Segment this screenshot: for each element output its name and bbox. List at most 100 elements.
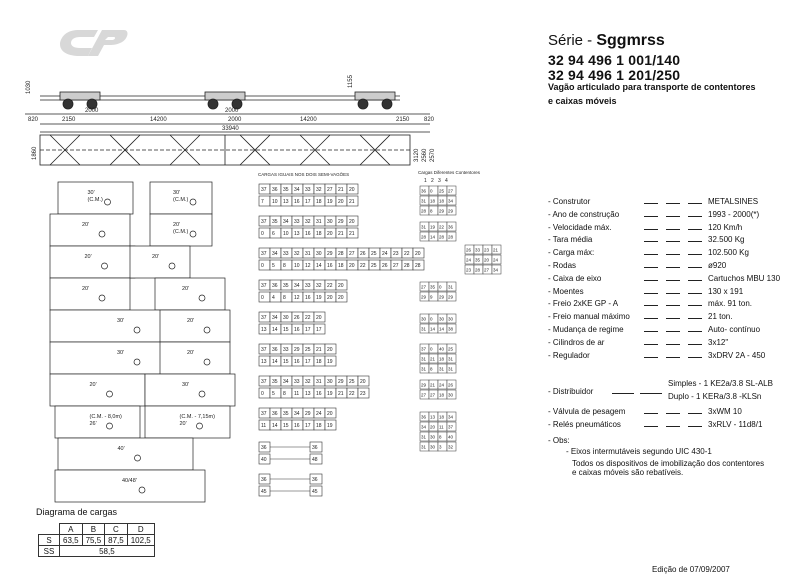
container-marker-icon — [168, 262, 176, 270]
container-label: 20' — [82, 286, 89, 292]
dim-label: 2150 — [62, 117, 76, 123]
diff-cell-value: 20 — [430, 425, 436, 430]
dim-label: 820 — [28, 117, 39, 123]
load-cell-value: 33 — [283, 251, 289, 257]
container-box — [144, 373, 236, 407]
diff-cell-value: 23 — [484, 248, 490, 253]
dim-label: 3120 — [414, 148, 420, 162]
dim-label: 2000 — [228, 117, 242, 123]
load-cell-value: 20 — [327, 295, 333, 301]
load-cell-value: 19 — [327, 423, 333, 429]
col-b: B — [81, 523, 106, 535]
diff-cell-value: 30 — [448, 317, 454, 322]
spec-value: Simples - 1 KE2a/3.8 SL-ALB — [668, 379, 773, 388]
load-cell-value: 33 — [294, 379, 300, 385]
container-marker-icon — [203, 326, 211, 334]
load-cell-value: 40 — [261, 457, 267, 463]
load-cell-value: 10 — [294, 263, 300, 269]
load-cell-value: 21 — [338, 187, 344, 193]
load-cell-value: 5 — [272, 263, 275, 269]
load-cell-value: 34 — [272, 315, 278, 321]
spec-value: 3x12" — [708, 337, 729, 347]
diff-cell-value: 21 — [493, 248, 499, 253]
load-cell — [346, 195, 359, 207]
load-cell-value: 11 — [261, 423, 266, 429]
load-cell-value: 22 — [349, 391, 355, 397]
diff-cell-value: 21 — [430, 383, 436, 388]
spec-value: Duplo - 1 KERa/3.8 -KLSn — [668, 392, 762, 401]
spec-value: Cartuchos MBU 130 — [708, 273, 781, 283]
load-cell-value: 13 — [261, 359, 267, 365]
diff-cell-value: 29 — [448, 295, 454, 300]
load-cell-value: 36 — [272, 283, 278, 289]
load-cell-value: 31 — [316, 379, 322, 385]
diff-cell-value: 18 — [439, 393, 445, 398]
load-cell-value: 20 — [316, 315, 322, 321]
diff-cell-value: 18 — [439, 415, 445, 420]
load-cell-value: 24 — [382, 251, 388, 257]
load-cell-value: 8 — [283, 263, 286, 269]
load-cell-value: 33 — [305, 187, 311, 193]
spec-label: - Tara média — [548, 235, 593, 245]
serie-label: Série - — [548, 32, 597, 49]
load-cell-value: 22 — [404, 251, 410, 257]
load-cell — [309, 485, 323, 497]
dim-label: 1030 — [26, 80, 32, 94]
dim-total: 33940 — [222, 126, 239, 132]
diff-cell-value: 8 — [430, 367, 433, 372]
spec-label: - Ano de construção — [548, 209, 620, 219]
load-cell-value: 16 — [316, 391, 322, 397]
diff-col-label: 1 — [424, 178, 427, 184]
diff-cell-value: 27 — [484, 268, 490, 273]
load-cell-value: 16 — [327, 263, 333, 269]
load-cell-value: 6 — [272, 231, 275, 237]
spec-label: - Construtor — [548, 197, 591, 206]
spec-value: 21 ton. — [708, 312, 733, 322]
load-cell-value: 27 — [327, 187, 333, 193]
diff-cell-value: 8 — [430, 209, 433, 214]
spec-value: 3xRLV - 11d8/1 — [708, 419, 763, 429]
load-cell-value: 21 — [349, 231, 355, 237]
load-cell-value: 32 — [316, 283, 322, 289]
load-cell-value: 20 — [327, 411, 333, 417]
load-cell-value: 19 — [327, 391, 333, 397]
diff-cell-value: 18 — [439, 199, 445, 204]
load-cell-value: 5 — [272, 391, 275, 397]
spec-value: 130 x 191 — [708, 286, 744, 296]
load-cell-value: 36 — [312, 445, 318, 451]
load-cell-value: 34 — [294, 187, 300, 193]
spec-value: 3xWM 10 — [708, 407, 742, 416]
load-cell-value: 20 — [327, 231, 333, 237]
diff-cell-value: 18 — [439, 357, 445, 362]
diff-cell-value: 0 — [439, 285, 442, 290]
load-cell-value: 25 — [371, 263, 377, 269]
load-cell-value: 12 — [294, 295, 300, 301]
load-cell-value: 13 — [283, 199, 289, 205]
container-marker-icon — [134, 454, 141, 462]
container-marker-icon — [98, 230, 106, 238]
diff-cell-value: 29 — [421, 383, 427, 388]
diff-cell — [491, 244, 502, 255]
container-label: 40' — [118, 446, 125, 452]
diff-cell-value: 13 — [430, 415, 436, 420]
diff-cell-value: 30 — [439, 317, 445, 322]
load-cell-value: 22 — [360, 263, 366, 269]
diff-cell — [446, 363, 457, 374]
load-cell-value: 28 — [415, 263, 421, 269]
diff-cell-value: 28 — [439, 235, 445, 240]
load-cell-value: 15 — [283, 359, 289, 365]
load-cell-value: 0 — [261, 231, 264, 237]
container-marker-icon — [196, 422, 203, 430]
diff-cell-value: 34 — [448, 199, 454, 204]
spec-value: 3xDRV 2A - 450 — [708, 350, 766, 360]
diff-cell-value: 36 — [421, 415, 427, 420]
load-cell-value: 30 — [316, 251, 322, 257]
diff-cell — [491, 264, 502, 275]
diff-cell-value: 36 — [421, 189, 427, 194]
load-cell-value: 32 — [305, 379, 311, 385]
load-cell-value: 35 — [272, 219, 278, 225]
diff-cell-value: 29 — [448, 209, 454, 214]
load-cell-value: 13 — [261, 327, 267, 333]
spec-label: - Freio 2xKE GP - A — [548, 299, 619, 309]
container-marker-icon — [101, 262, 108, 270]
